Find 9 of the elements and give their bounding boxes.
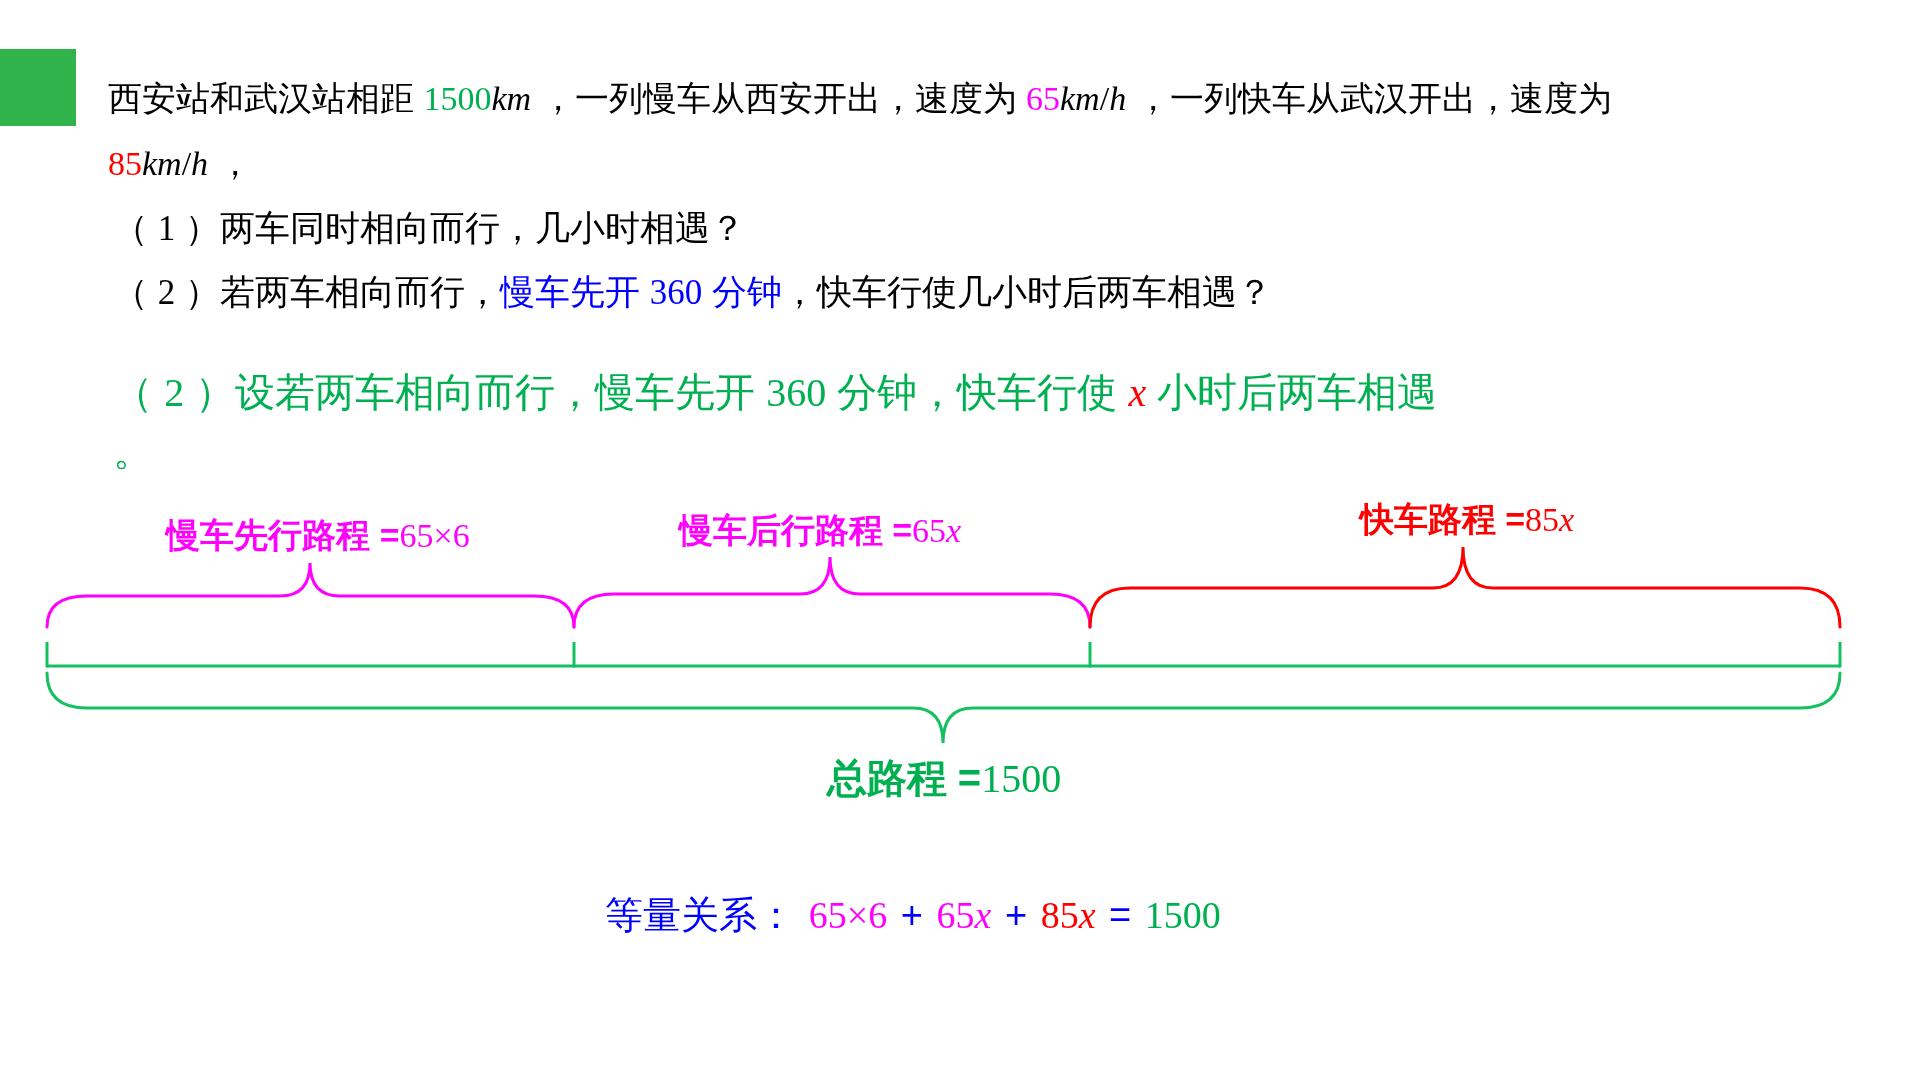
question-text: （ 1 ）两车同时相向而行，几小时相遇？ — [113, 207, 745, 250]
brace-label: 慢车后行路程 =65x — [678, 510, 962, 551]
question-text: （ 2 ）若两车相向而行，慢车先开 360 分钟，快车行使几小时后两车相遇？ — [113, 271, 1272, 314]
brace-label: 快车路程 =85x — [1359, 499, 1575, 540]
problem-text: 西安站和武汉站相距 1500km ，一列慢车从西安开出，速度为 65km/h ，一列快车从武汉开出，速度为 85km/h ， — [108, 78, 1613, 184]
answer-setup-text: （ 2 ）设若两车相向而行，慢车先开 360 分钟，快车行使 x 小时后两车相遇。 — [113, 369, 1439, 475]
brace-label: 慢车先行路程 =65×6 — [166, 515, 470, 556]
brace-label: 总路程 =1500 — [826, 755, 1062, 803]
equation-text: 等量关系： 65×6 + 65x + 85x = 1500 — [605, 893, 1221, 938]
